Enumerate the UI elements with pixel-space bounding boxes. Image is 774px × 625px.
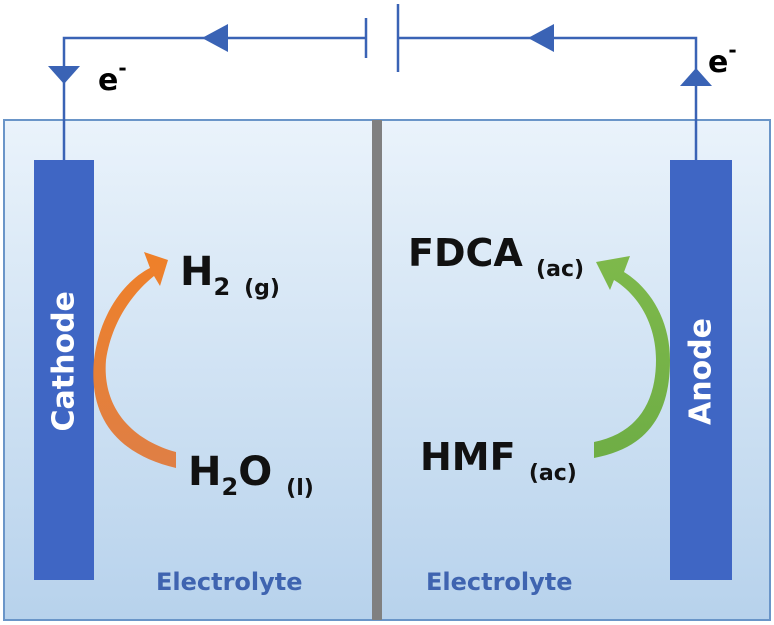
separator-membrane <box>372 120 382 620</box>
external-circuit <box>62 4 698 160</box>
cathode-electrode <box>34 160 94 580</box>
anode-electron-label: e- <box>708 38 737 80</box>
fdca-label: FDCA (ac) <box>408 231 585 282</box>
cathode-label: Cathode <box>46 291 82 432</box>
anode-label: Anode <box>683 318 719 426</box>
reduction-arrow-icon <box>93 252 176 468</box>
wire-arrow-right-icon <box>528 24 554 52</box>
hmf-label: HMF (ac) <box>420 435 577 486</box>
h2-gas-label: H2 (g) <box>180 249 280 301</box>
anode-electrolyte-label: Electrolyte <box>426 568 573 596</box>
cathode-electron-label: e- <box>98 56 127 98</box>
cathode-electron-arrow-icon <box>48 66 80 84</box>
water-liquid-label: H2O (l) <box>188 449 314 501</box>
electrolyte-tank <box>3 119 771 621</box>
anode-electrode <box>670 160 732 580</box>
oxidation-arrow-icon <box>594 256 670 458</box>
wire-arrow-left-icon <box>202 24 228 52</box>
cathode-electrolyte-label: Electrolyte <box>156 568 303 596</box>
anode-electron-arrow-icon <box>680 68 712 86</box>
